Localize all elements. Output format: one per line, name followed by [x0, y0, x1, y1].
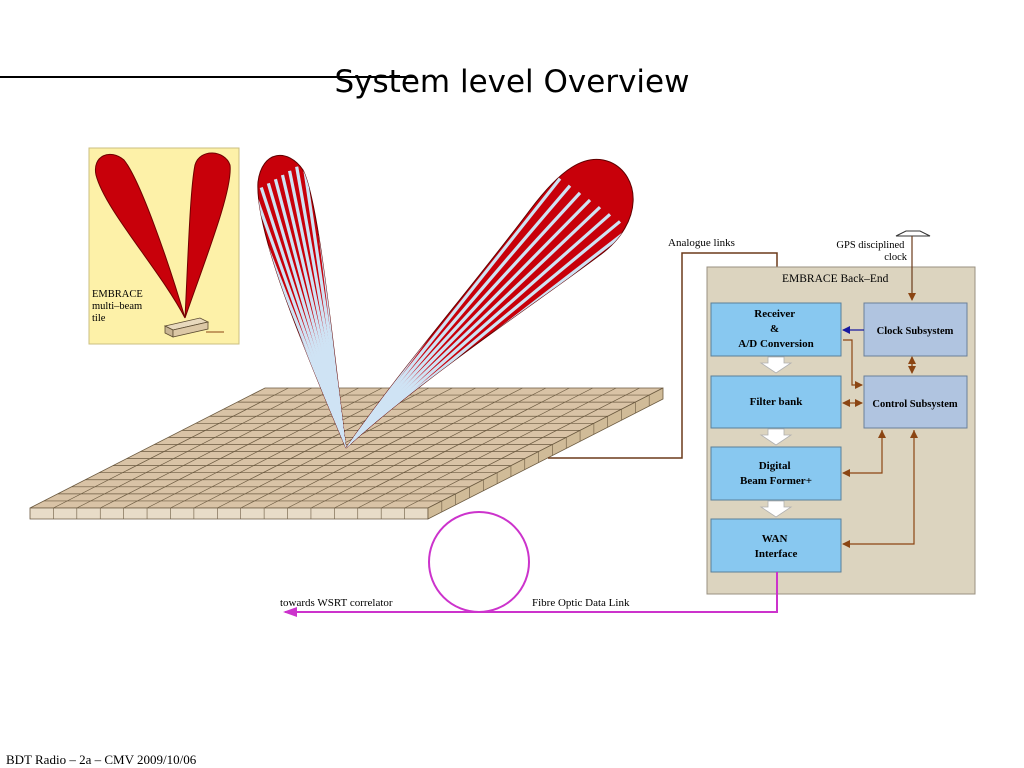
grid-line	[123, 387, 359, 509]
grid-line	[381, 387, 617, 509]
flow-arrows	[759, 356, 793, 518]
receiver-label-line: &	[770, 323, 779, 335]
inset-tile-block	[163, 317, 224, 338]
grid-line	[334, 387, 570, 509]
backend-title: EMBRACE Back–End	[782, 273, 889, 285]
beam-stripe	[346, 213, 612, 448]
receiver-label-line: A/D Conversion	[738, 338, 813, 350]
antenna-array	[29, 387, 664, 520]
flow-arrow	[759, 500, 793, 518]
gps-antenna-icon	[895, 230, 931, 301]
grid-line	[170, 387, 406, 509]
inset-left-lobe	[94, 153, 186, 319]
grid-line	[100, 387, 336, 509]
receiver-label-line: Receiver	[754, 308, 795, 320]
title-underline	[0, 76, 415, 78]
beam-stripe	[346, 205, 602, 448]
inset-label-line: multi–beam	[92, 301, 142, 312]
grid-line	[404, 387, 640, 509]
control-subsystem-label: Control Subsystem	[872, 399, 958, 410]
beam-stripe	[346, 184, 572, 448]
wan-block: WAN Interface	[710, 518, 842, 573]
control-connectors	[842, 339, 918, 548]
grid-line	[310, 387, 547, 509]
towards-wsrt-label: towards WSRT correlator	[280, 597, 393, 609]
svg-text:Filter bank: Filter bank	[750, 396, 804, 408]
beam-stripe	[346, 177, 562, 448]
control-subsystem-block: Control Subsystem	[863, 375, 968, 429]
gps-clock-label: GPS disciplined clock	[836, 240, 907, 263]
inset-right-lobe	[184, 152, 231, 319]
svg-text:Digital Beam Former+: Digital Beam Former+	[740, 460, 812, 487]
gps-clock-label-line: GPS disciplined	[836, 240, 905, 251]
analogue-link-line	[548, 252, 778, 459]
receiver-block: Receiver & A/D Conversion	[710, 302, 842, 357]
slide-title: System level Overview	[334, 64, 690, 100]
flow-arrow	[759, 428, 793, 446]
beam-former-label-line: Beam Former+	[740, 475, 812, 487]
beam-former-label-line: Digital	[759, 460, 791, 472]
svg-text:Control Subsystem: Control Subsystem	[872, 399, 958, 410]
inset-panel: EMBRACE multi–beam tile	[88, 147, 240, 345]
clock-subsystem-label: Clock Subsystem	[877, 326, 954, 337]
beam-stripe	[346, 198, 592, 448]
fibre-optic-label: Fibre Optic Data Link	[532, 597, 630, 609]
svg-text:Receiver & A/D: Receiver & A/D Conversion	[738, 308, 813, 350]
svg-text:Clock Subsystem: Clock Subsystem	[877, 326, 954, 337]
filter-bank-block: Filter bank	[710, 375, 842, 429]
flow-arrow	[759, 356, 793, 374]
grid-line	[263, 387, 500, 509]
clock-subsystem-block: Clock Subsystem	[863, 302, 968, 357]
grid-line	[217, 387, 453, 509]
inset-label-line: EMBRACE	[92, 289, 143, 300]
array-grid-lines	[43, 387, 650, 519]
grid-line	[287, 387, 523, 509]
gps-clock-label-line: clock	[884, 252, 907, 263]
filter-bank-label: Filter bank	[750, 396, 804, 408]
fibre-optic-link	[283, 511, 778, 617]
grid-line	[146, 387, 383, 509]
inset-label: EMBRACE multi–beam tile	[92, 289, 145, 324]
grid-line	[240, 387, 476, 509]
slide-footer: BDT Radio – 2a – CMV 2009/10/06	[6, 752, 197, 767]
grid-line	[357, 387, 593, 509]
wan-label-line: WAN	[762, 533, 788, 545]
fibre-coil	[428, 511, 530, 613]
beam-former-block: Digital Beam Former+	[710, 446, 842, 501]
wan-label-line: Interface	[755, 548, 798, 560]
svg-text:WAN Interface: WAN Interface	[755, 533, 798, 560]
inset-label-line: tile	[92, 313, 106, 324]
beam-stripe	[346, 191, 582, 448]
analogue-links-label: Analogue links	[668, 237, 735, 249]
grid-line	[76, 387, 312, 509]
grid-line	[53, 387, 289, 509]
